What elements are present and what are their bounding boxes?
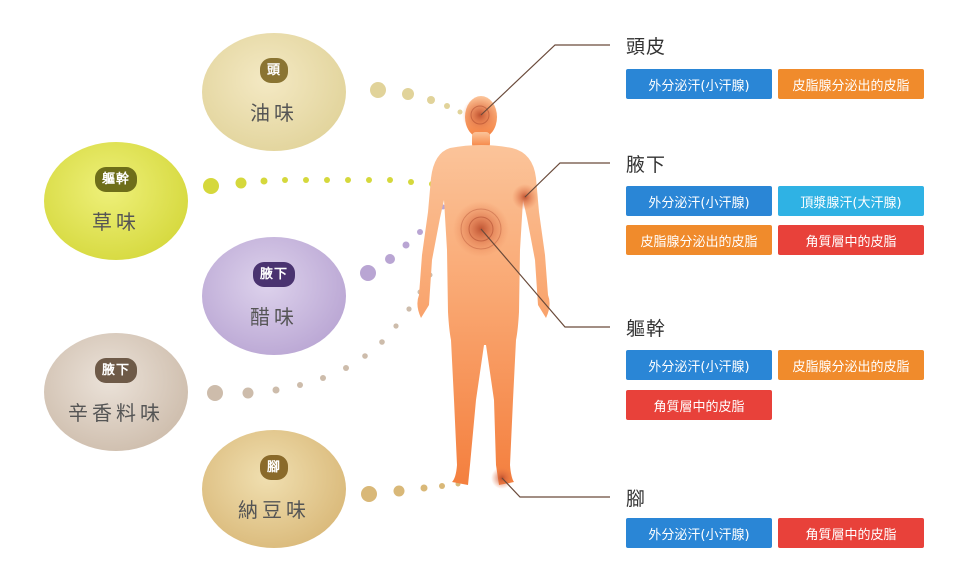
connector-spice-dots xyxy=(207,272,433,401)
smell-name: 草味 xyxy=(92,210,140,234)
section-title-armpit: 腋下 xyxy=(626,154,667,176)
smell-tag: 腋下 xyxy=(94,358,137,383)
smell-name: 油味 xyxy=(250,101,298,125)
smell-name: 納豆味 xyxy=(238,498,310,522)
section-title-scalp: 頭皮 xyxy=(626,36,667,58)
source-chip: 皮脂腺分泌出的皮脂 xyxy=(778,350,924,380)
source-chip: 角質層中的皮脂 xyxy=(778,225,924,255)
human-body-silhouette xyxy=(417,96,550,485)
smell-bubble-head: 頭 油味 xyxy=(202,33,346,151)
source-chip: 角質層中的皮脂 xyxy=(626,390,772,420)
source-chip: 皮脂腺分泌出的皮脂 xyxy=(778,69,924,99)
smell-name: 辛香料味 xyxy=(68,401,164,425)
smell-tag: 頭 xyxy=(259,58,288,83)
leader-lines xyxy=(480,44,610,498)
section-title-torso: 軀幹 xyxy=(626,318,667,340)
smell-tag: 腋下 xyxy=(252,262,295,287)
smell-tag: 軀幹 xyxy=(94,167,137,192)
connector-torso-dots xyxy=(203,177,473,194)
smell-bubble-armpit-vinegar: 腋下 醋味 xyxy=(202,237,346,355)
source-chip: 皮脂腺分泌出的皮脂 xyxy=(626,225,772,255)
source-chip: 外分泌汗(小汗腺) xyxy=(626,69,772,99)
source-chip: 外分泌汗(小汗腺) xyxy=(626,518,772,548)
source-chip: 外分泌汗(小汗腺) xyxy=(626,186,772,216)
smell-name: 醋味 xyxy=(250,305,298,329)
source-chip: 頂漿腺汗(大汗腺) xyxy=(778,186,924,216)
source-chip: 外分泌汗(小汗腺) xyxy=(626,350,772,380)
connector-foot-dots xyxy=(361,481,461,502)
smell-bubble-armpit-spice: 腋下 辛香料味 xyxy=(44,333,188,451)
section-title-foot: 腳 xyxy=(626,488,647,510)
smell-bubble-torso: 軀幹 草味 xyxy=(44,142,188,260)
source-chip: 角質層中的皮脂 xyxy=(778,518,924,548)
smell-bubble-foot: 腳 納豆味 xyxy=(202,430,346,548)
connector-head-dots xyxy=(370,82,463,115)
smell-tag: 腳 xyxy=(259,455,288,480)
hotspot-scalp xyxy=(462,97,498,133)
